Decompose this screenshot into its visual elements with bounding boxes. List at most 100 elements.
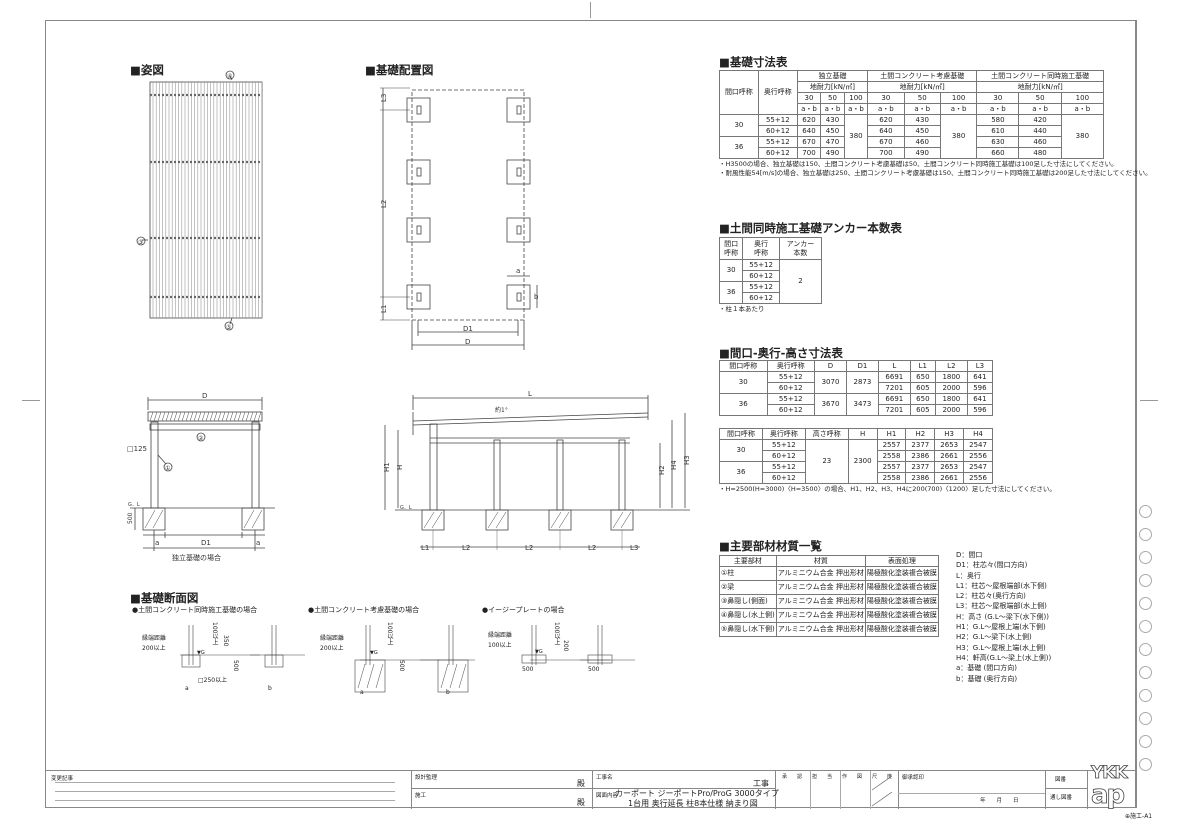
header-group: 土間コンクリート同時施工基礎 — [976, 70, 1104, 82]
stamp-header: 度 — [886, 774, 892, 780]
foundation-note-1: ・H3500の場合、独立基礎は150、土間コンクリート考慮基礎は50、土間コンク… — [719, 160, 1118, 168]
header-ab: a・b — [939, 103, 978, 115]
depth-cell: 60+12 — [742, 292, 780, 304]
header-load: 30 — [976, 92, 1020, 104]
front-dim-a2: a — [256, 539, 260, 547]
depth-cell: 55+12 — [757, 114, 798, 126]
header-ab: a・b — [820, 103, 845, 115]
post-mark — [416, 105, 422, 115]
table-cell: 605 — [909, 404, 936, 416]
front-dim-D1: D1 — [201, 539, 211, 547]
edge-label: 縁端距離 — [320, 635, 345, 642]
design-dono: 殿 — [577, 779, 585, 788]
table-cell: 580 — [976, 114, 1020, 126]
crop-mark-left — [22, 400, 40, 401]
span-cell: 36 — [719, 393, 768, 416]
binding-hole — [1139, 597, 1152, 610]
depth-cell: 60+12 — [766, 382, 816, 394]
foundation-block — [264, 654, 284, 668]
header-load: 30 — [867, 92, 905, 104]
header-cell: L1 — [909, 360, 936, 372]
legend-item: D：間口 — [956, 551, 983, 559]
table-cell: 641 — [966, 393, 994, 405]
header-ab: a・b — [867, 103, 905, 115]
table-cell: 2558 — [876, 450, 907, 462]
header-cell: L2 — [934, 360, 968, 372]
depth-cell: 55+12 — [742, 281, 780, 293]
side-dim-L: L — [528, 390, 532, 398]
dim-L1: L1 — [380, 305, 388, 313]
dim-500: 500 — [398, 660, 405, 672]
heading-section: ■基礎断面図 — [130, 591, 199, 605]
callout-4: ④ — [227, 73, 232, 80]
section-case-1-title: ●土間コンクリート同時施工基礎の場合 — [132, 606, 258, 614]
H-cell: 2300 — [847, 439, 878, 484]
merged-value: 380 — [843, 114, 869, 159]
binding-hole — [1139, 505, 1152, 518]
dim-500: 500 — [232, 660, 239, 672]
height-name: 23 — [804, 439, 849, 484]
stamp-header: 尺 — [871, 774, 877, 780]
callout-2: ② — [198, 435, 204, 442]
header-load: 30 — [796, 92, 822, 104]
depth-cell: 60+12 — [766, 404, 816, 416]
header-cell: アンカー 本数 — [778, 237, 823, 260]
header-cell: 主要部材 — [719, 555, 777, 567]
brand-logo-ap: ap — [1091, 780, 1126, 810]
header-group: 土間コンクリート考慮基礎 — [867, 70, 978, 82]
span-cell: 36 — [719, 136, 759, 159]
dim-a: a — [185, 685, 189, 692]
drawing-title-2: 1台用 奥行延長 柱8本仕様 納まり図 — [628, 799, 758, 808]
table-cell: 2558 — [876, 472, 907, 484]
header-load: 100 — [939, 92, 978, 104]
edge-label: 縁端距離 — [488, 632, 513, 639]
legend-item: H2：G.L～梁下(水上側) — [956, 633, 1032, 642]
heading-elevation: ■姿図 — [130, 63, 164, 77]
table-cell: 670 — [796, 136, 822, 148]
table-cell: 620 — [867, 114, 905, 126]
table-row: ③鼻隠し(側面)アルミニウム合金 押出形材陽極酸化塗装複合被膜 — [719, 594, 939, 609]
depth-500: 500 — [127, 512, 134, 524]
gl-label: G．L — [128, 502, 140, 508]
table-cell: 700 — [796, 147, 822, 159]
table-cell: 641 — [966, 371, 994, 383]
legend-item: L1：柱芯～屋根端部(水下側) — [956, 581, 1047, 590]
span-cell: 30 — [718, 259, 744, 282]
table-cell: 490 — [903, 147, 941, 159]
header-bearing: 地耐力[kN/㎡] — [796, 81, 869, 93]
binding-hole — [1139, 643, 1152, 656]
crop-mark-right — [1140, 400, 1158, 401]
member-cell: ⑤鼻隠し(水下側) — [719, 622, 777, 637]
table-cell: 2547 — [963, 439, 993, 451]
member-cell: ③鼻隠し(側面) — [719, 594, 777, 609]
merged-value: 380 — [1060, 114, 1105, 159]
design-label: 設計監理 — [415, 775, 438, 781]
footing — [506, 284, 531, 310]
edge-value: 200以上 — [320, 645, 344, 652]
foundation-block — [181, 654, 201, 668]
side-dim-H3: H3 — [683, 455, 691, 465]
legend-item: a：基礎 (間口方向) — [956, 664, 1017, 673]
header-ab: a・b — [1018, 103, 1062, 115]
dim-a: a — [360, 689, 364, 696]
side-post — [429, 423, 438, 511]
table-row: 間口呼称奥行呼称独立基礎土間コンクリート考慮基礎土間コンクリート同時施工基礎 — [719, 70, 1104, 115]
side-footing — [610, 509, 634, 531]
side-gl-label: G．L — [400, 505, 412, 511]
header-ab: a・b — [1060, 103, 1105, 115]
header-cell: D — [814, 360, 847, 372]
roof-plan-drawing: ④ ③ ⑤ — [136, 70, 263, 331]
table-cell: 2556 — [963, 450, 993, 462]
table-cell: 670 — [867, 136, 905, 148]
easy-plate — [587, 654, 613, 664]
dim-350: 350 — [222, 635, 229, 647]
table-cell: 2653 — [934, 461, 965, 473]
table-cell: 1800 — [934, 371, 968, 383]
dim-D1: D1 — [463, 325, 473, 333]
table-cell: 2661 — [934, 472, 965, 484]
header-cell: H3 — [934, 428, 965, 440]
